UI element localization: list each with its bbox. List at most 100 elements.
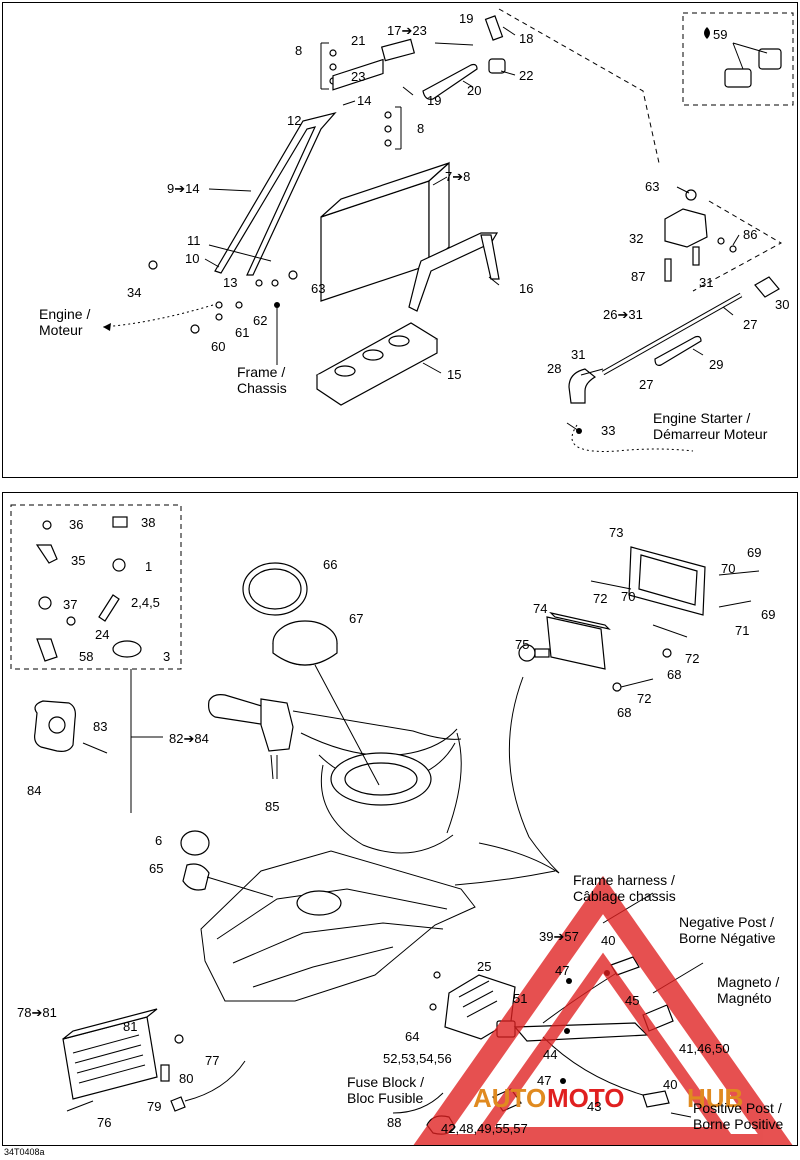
callout-17-23: 17➔23	[387, 23, 427, 38]
callout-16: 16	[519, 281, 533, 296]
callout-21: 21	[351, 33, 365, 48]
callout-82-84: 82➔84	[169, 731, 209, 746]
callout-44: 44	[543, 1047, 557, 1062]
callout-47a: 47	[555, 963, 569, 978]
battery-diagram-svg: 8 21 17➔23 19 18 23 20 22 19 14 12 8 9➔1…	[39, 8, 794, 452]
callout-27b: 27	[639, 377, 653, 392]
callout-70a: 70	[721, 561, 735, 576]
callout-34: 34	[127, 285, 141, 300]
callout-38: 38	[141, 515, 155, 530]
callout-32: 32	[629, 231, 643, 246]
callout-47b: 47	[537, 1073, 551, 1088]
callout-51: 51	[513, 991, 527, 1006]
caption-positive-post-2: Borne Positive	[693, 1116, 783, 1132]
callout-29: 29	[709, 357, 723, 372]
callout-40a: 40	[601, 933, 615, 948]
caption-fuse-block-2: Bloc Fusible	[347, 1090, 423, 1106]
callout-10: 10	[185, 251, 199, 266]
callout-76: 76	[97, 1115, 111, 1130]
caption-starter-2: Démarreur Moteur	[653, 426, 768, 442]
callout-23: 23	[351, 69, 365, 84]
caption-frame-harness-2: Câblage chassis	[573, 888, 676, 904]
harness-diagram-panel: AUTO MOTO HUB 36 38 35 1 37 2,4,5 24 58 …	[2, 492, 798, 1146]
callout-40b: 40	[663, 1077, 677, 1092]
callout-63a: 63	[311, 281, 325, 296]
callout-19a: 19	[459, 11, 473, 26]
callout-11: 11	[187, 233, 201, 248]
callout-67: 67	[349, 611, 363, 626]
callout-33: 33	[601, 423, 615, 438]
callout-59: 59	[713, 27, 727, 42]
callout-73: 73	[609, 525, 623, 540]
callout-15: 15	[447, 367, 461, 382]
callout-71: 71	[735, 623, 749, 638]
callout-27a: 27	[743, 317, 757, 332]
callout-64: 64	[405, 1029, 419, 1044]
caption-magneto-1: Magneto /	[717, 974, 779, 990]
watermark-auto: AUTO	[473, 1083, 546, 1113]
callout-69b: 69	[761, 607, 775, 622]
callout-8b: 8	[417, 121, 424, 136]
callout-42-57: 42,48,49,55,57	[441, 1121, 528, 1136]
callout-70b: 70	[621, 589, 635, 604]
callout-24: 24	[95, 627, 109, 642]
caption-fuse-block-1: Fuse Block /	[347, 1074, 424, 1090]
caption-engine-2: Moteur	[39, 322, 83, 338]
callout-36: 36	[69, 517, 83, 532]
callout-37: 37	[63, 597, 77, 612]
callout-31a: 31	[699, 275, 713, 290]
callout-75: 75	[515, 637, 529, 652]
callout-31b: 31	[571, 347, 585, 362]
caption-frame-2: Chassis	[237, 380, 287, 396]
callout-58: 58	[79, 649, 93, 664]
callout-65: 65	[149, 861, 163, 876]
automotohub-watermark	[413, 875, 793, 1145]
callout-72c: 72	[637, 691, 651, 706]
callout-13: 13	[223, 275, 237, 290]
callout-66: 66	[323, 557, 337, 572]
callout-28: 28	[547, 361, 561, 376]
callout-79: 79	[147, 1099, 161, 1114]
callout-20: 20	[467, 83, 481, 98]
callout-88: 88	[387, 1115, 401, 1130]
caption-frame-1: Frame /	[237, 364, 285, 380]
callout-22: 22	[519, 68, 533, 83]
caption-positive-post-1: Positive Post /	[693, 1100, 782, 1116]
callout-68b: 68	[617, 705, 631, 720]
caption-frame-harness-1: Frame harness /	[573, 872, 675, 888]
callout-25: 25	[477, 959, 491, 974]
callout-69a: 69	[747, 545, 761, 560]
callout-62: 62	[253, 313, 267, 328]
caption-negative-post-2: Borne Négative	[679, 930, 776, 946]
callout-39-57: 39➔57	[539, 929, 579, 944]
callout-74: 74	[533, 601, 547, 616]
watermark-moto: MOTO	[547, 1083, 625, 1113]
callout-18: 18	[519, 31, 533, 46]
callout-85: 85	[265, 799, 279, 814]
caption-engine-1: Engine /	[39, 306, 90, 322]
callout-87: 87	[631, 269, 645, 284]
callout-52-56: 52,53,54,56	[383, 1051, 452, 1066]
callout-26-31: 26➔31	[603, 307, 643, 322]
caption-starter-1: Engine Starter /	[653, 410, 750, 426]
caption-magneto-2: Magnéto	[717, 990, 772, 1006]
callout-68a: 68	[667, 667, 681, 682]
drawing-code: 34T0408a	[4, 1147, 45, 1157]
callout-9-14: 9➔14	[167, 181, 200, 196]
callout-45: 45	[625, 993, 639, 1008]
callout-43: 43	[587, 1099, 601, 1114]
battery-diagram-panel: 8 21 17➔23 19 18 23 20 22 19 14 12 8 9➔1…	[2, 2, 798, 478]
callout-72a: 72	[593, 591, 607, 606]
callout-86: 86	[743, 227, 757, 242]
callout-84: 84	[27, 783, 41, 798]
callout-8a: 8	[295, 43, 302, 58]
watermark-hub: HUB	[687, 1083, 743, 1113]
callout-78-81: 78➔81	[17, 1005, 57, 1020]
callout-1: 1	[145, 559, 152, 574]
callout-12: 12	[287, 113, 301, 128]
callout-30: 30	[775, 297, 789, 312]
harness-diagram-svg: AUTO MOTO HUB 36 38 35 1 37 2,4,5 24 58 …	[10, 504, 793, 1145]
callout-60: 60	[211, 339, 225, 354]
callout-19b: 19	[427, 93, 441, 108]
callout-81: 81	[123, 1019, 137, 1034]
